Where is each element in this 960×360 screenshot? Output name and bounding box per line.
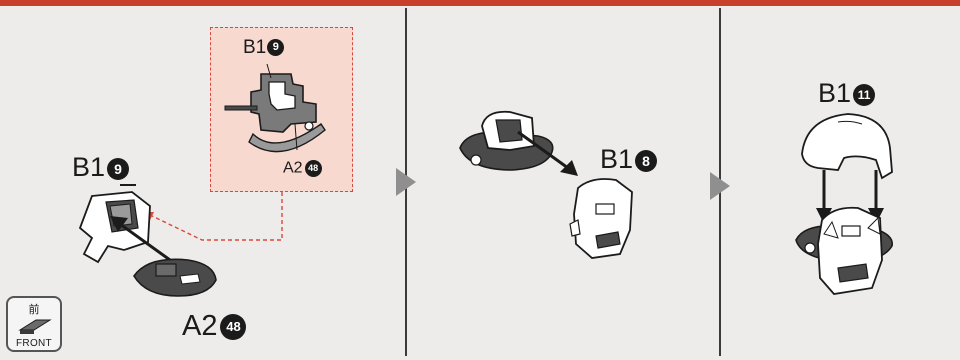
- top-accent-bar: [0, 0, 960, 6]
- step-next-arrow-2: [710, 172, 730, 200]
- front-badge-kanji: 前: [8, 301, 60, 317]
- front-direction-icon: [18, 316, 52, 336]
- step2-part-number: 8: [635, 150, 657, 172]
- step-next-arrow-1: [396, 168, 416, 196]
- step2-part-code: B1: [600, 144, 633, 174]
- main-part-underline: [120, 184, 136, 186]
- inset-part-number-top: 9: [267, 39, 284, 56]
- face-cover-piece-drawing: [566, 174, 646, 266]
- step3-part-number: 11: [853, 84, 875, 106]
- main-part-code: B1: [72, 152, 105, 182]
- bottom-part-number: 48: [220, 314, 246, 340]
- front-badge-text: FRONT: [8, 338, 60, 349]
- step3-part-code: B1: [818, 78, 851, 108]
- main-part-number: 9: [107, 158, 129, 180]
- bottom-part-code: A2: [182, 310, 217, 342]
- inset-part-code-top: B1: [243, 37, 266, 58]
- inset-joint-mechanism-drawing: [221, 64, 346, 164]
- front-orientation-badge: 前 FRONT: [6, 296, 62, 352]
- joint-base-piece-drawing: [128, 252, 220, 300]
- assembled-head-drawing: [794, 204, 898, 300]
